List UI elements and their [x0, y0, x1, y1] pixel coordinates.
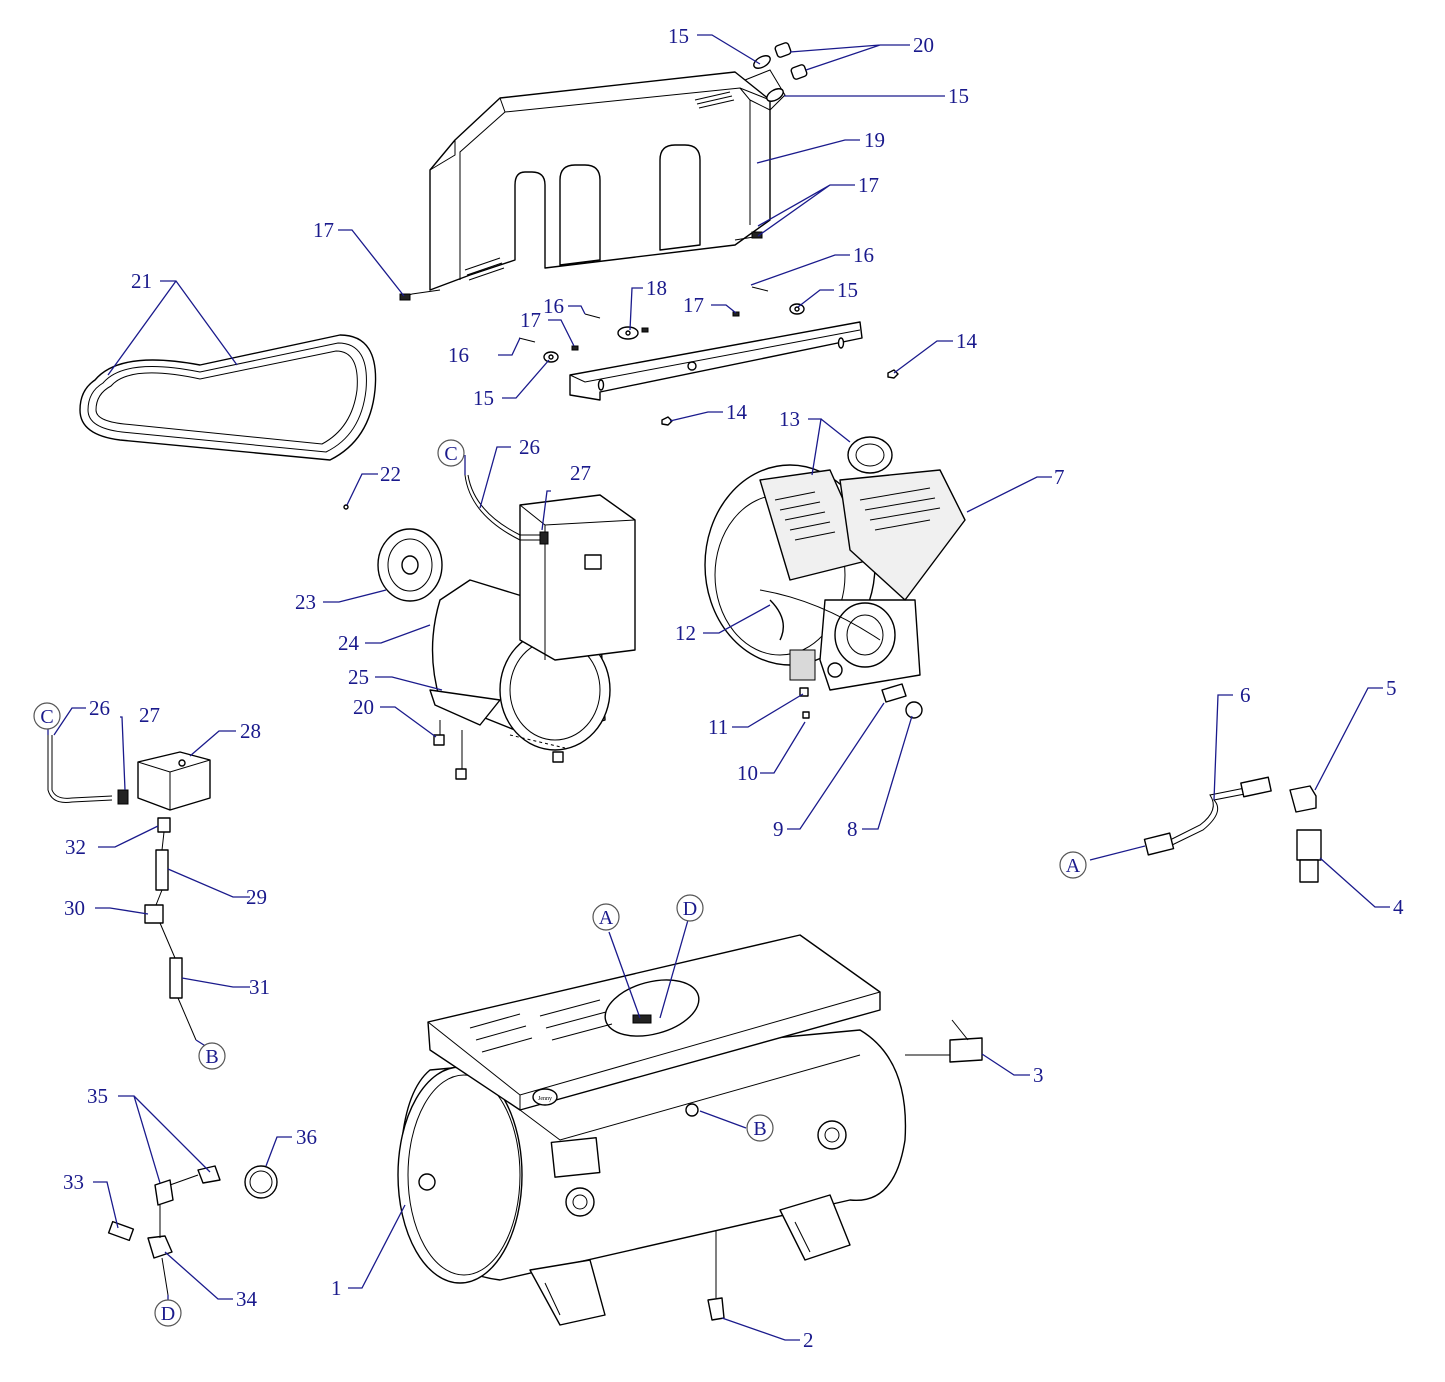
svg-text:D: D: [161, 1303, 175, 1325]
connector-a-tube: A: [1059, 851, 1087, 879]
svg-text:C: C: [444, 443, 457, 465]
belt-guard-bracket: [518, 286, 899, 426]
callout-15-top-left: 15: [668, 24, 689, 48]
air-tank: Jenny: [397, 934, 983, 1326]
callout-17-bracket-left: 17: [520, 308, 541, 332]
callout-12: 12: [675, 621, 696, 645]
callout-34: 34: [236, 1287, 258, 1311]
callout-3: 3: [1033, 1063, 1044, 1087]
callout-19: 19: [864, 128, 885, 152]
callout-32: 32: [65, 835, 86, 859]
callout-27-motor: 27: [570, 461, 591, 485]
electric-motor: [343, 474, 636, 780]
callout-36: 36: [296, 1125, 317, 1149]
svg-text:B: B: [205, 1046, 218, 1068]
outlet-tube-assembly: [1143, 776, 1322, 883]
callout-20-motor: 20: [353, 695, 374, 719]
callout-labels: 15 20 15 19 17 17 21 16 15 18 16 17 17 1…: [63, 24, 1404, 1352]
connector-markers: A D B A C C B D: [33, 439, 1087, 1327]
callout-16-left: 16: [448, 343, 469, 367]
callout-35: 35: [87, 1084, 108, 1108]
callout-5: 5: [1386, 676, 1397, 700]
svg-text:A: A: [599, 907, 614, 929]
callout-2: 2: [803, 1328, 814, 1352]
callout-7: 7: [1054, 465, 1065, 489]
callout-16-right: 16: [853, 243, 874, 267]
callout-17-left: 17: [313, 218, 334, 242]
callout-13: 13: [779, 407, 800, 431]
callout-17-bracket-middle: 17: [683, 293, 704, 317]
callout-8: 8: [847, 817, 858, 841]
connector-d-gauge: D: [154, 1299, 182, 1327]
svg-text:C: C: [40, 706, 53, 728]
connector-c-motor: C: [437, 439, 465, 467]
callout-26-switch: 26: [89, 696, 110, 720]
callout-14-right: 14: [956, 329, 978, 353]
svg-text:D: D: [683, 898, 697, 920]
callout-17-right: 17: [858, 173, 879, 197]
callout-25: 25: [348, 665, 369, 689]
drive-belt: [79, 334, 377, 461]
callout-1: 1: [331, 1276, 342, 1300]
connector-d-tank: D: [676, 894, 704, 922]
svg-text:B: B: [753, 1118, 766, 1140]
callout-6: 6: [1240, 683, 1251, 707]
connector-a-tank: A: [592, 903, 620, 931]
callout-18: 18: [646, 276, 667, 300]
callout-15-top-right: 15: [948, 84, 969, 108]
belt-guard: [429, 69, 786, 291]
callout-20-top: 20: [913, 33, 934, 57]
callout-14-lower: 14: [726, 400, 748, 424]
pressure-switch-assembly: [47, 735, 211, 1041]
callout-4: 4: [1393, 895, 1404, 919]
callout-27-switch: 27: [139, 703, 160, 727]
callout-15-bracket-right: 15: [837, 278, 858, 302]
callout-10: 10: [737, 761, 758, 785]
svg-text:A: A: [1066, 855, 1081, 877]
callout-31: 31: [249, 975, 270, 999]
leader-lines: [47, 34, 1390, 1341]
callout-30: 30: [64, 896, 85, 920]
callout-26-motor: 26: [519, 435, 540, 459]
callout-22: 22: [380, 462, 401, 486]
connector-c-switch: C: [33, 702, 61, 730]
guard-hardware: [399, 42, 808, 301]
callout-16-middle: 16: [543, 294, 564, 318]
tank-logo-text: Jenny: [538, 1096, 552, 1102]
callout-21: 21: [131, 269, 152, 293]
callout-29: 29: [246, 885, 267, 909]
callout-24: 24: [338, 631, 360, 655]
connector-b-switch: B: [198, 1042, 226, 1070]
compressor-pump: [704, 436, 966, 719]
connector-b-tank: B: [746, 1114, 774, 1142]
gauge-assembly: [107, 1165, 278, 1296]
callout-33: 33: [63, 1170, 84, 1194]
callout-15-bracket-left: 15: [473, 386, 494, 410]
callout-23: 23: [295, 590, 316, 614]
callout-11: 11: [708, 715, 728, 739]
callout-9: 9: [773, 817, 784, 841]
callout-28: 28: [240, 719, 261, 743]
